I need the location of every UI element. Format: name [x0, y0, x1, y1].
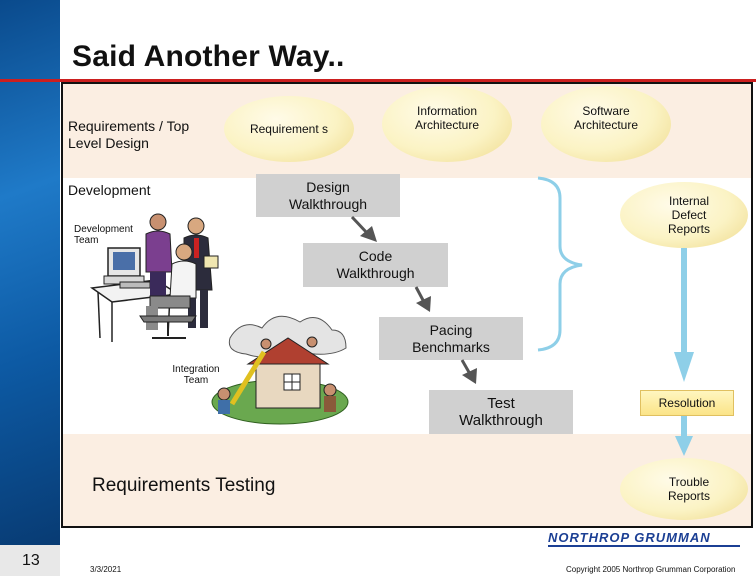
ellipse-information-architecture-text: Information Architecture: [414, 104, 480, 132]
ellipse-internal-defect-reports: Internal Defect Reports: [620, 182, 748, 248]
ellipse-requirements: Requirement s: [224, 96, 354, 162]
box-test-walkthrough-text: Test Walkthrough: [459, 395, 543, 429]
label-development-team: Development Team: [74, 224, 133, 246]
box-test-walkthrough: Test Walkthrough: [429, 390, 573, 434]
development-team-illustration: [89, 213, 219, 342]
box-pacing-benchmarks: Pacing Benchmarks: [379, 317, 523, 360]
box-design-walkthrough-text: Design Walkthrough: [288, 178, 368, 212]
left-decorative-bar: [0, 0, 60, 545]
ellipse-trouble-reports: Trouble Reports: [620, 458, 748, 520]
label-requirements-top-level-design: Requirements / Top Level Design: [68, 118, 190, 151]
slide-title: Said Another Way..: [72, 40, 345, 73]
box-pacing-benchmarks-text: Pacing Benchmarks: [412, 321, 490, 355]
box-resolution: Resolution: [640, 390, 734, 416]
ellipse-information-architecture: Information Architecture: [382, 86, 512, 162]
title-underline: [0, 79, 756, 82]
ellipse-trouble-reports-text: Trouble Reports: [667, 475, 711, 503]
code-to-pacing-arrow: [414, 286, 431, 312]
resolution-to-trouble-arrow: [675, 416, 693, 456]
defect-to-resolution-arrow: [674, 248, 694, 382]
box-code-walkthrough-text: Code Walkthrough: [336, 248, 415, 281]
slide-date: 3/3/2021: [90, 565, 122, 574]
design-to-code-arrow: [350, 215, 377, 242]
ellipse-software-architecture: Software Architecture: [541, 86, 671, 162]
northrop-grumman-logo: NORTHROP GRUMMAN: [548, 530, 711, 545]
label-requirements-testing: Requirements Testing: [92, 475, 276, 496]
box-resolution-text: Resolution: [658, 396, 716, 410]
ellipse-software-architecture-text: Software Architecture: [573, 104, 639, 132]
label-integration-team: Integration Team: [172, 364, 220, 386]
box-code-walkthrough: Code Walkthrough: [303, 243, 448, 287]
ellipse-internal-defect-reports-text: Internal Defect Reports: [667, 194, 711, 236]
pacing-to-test-arrow: [460, 359, 477, 384]
walkthrough-brace: [537, 176, 583, 352]
integration-team-illustration: [211, 315, 349, 425]
ellipse-requirements-text: Requirement s: [249, 122, 329, 136]
copyright-notice: Copyright 2005 Northrop Grumman Corporat…: [566, 565, 736, 574]
box-design-walkthrough: Design Walkthrough: [256, 174, 400, 217]
logo-underline: [548, 545, 740, 547]
slide-number: 13: [22, 552, 40, 569]
left-bar-footer: [0, 545, 60, 576]
label-development: Development: [68, 182, 151, 198]
